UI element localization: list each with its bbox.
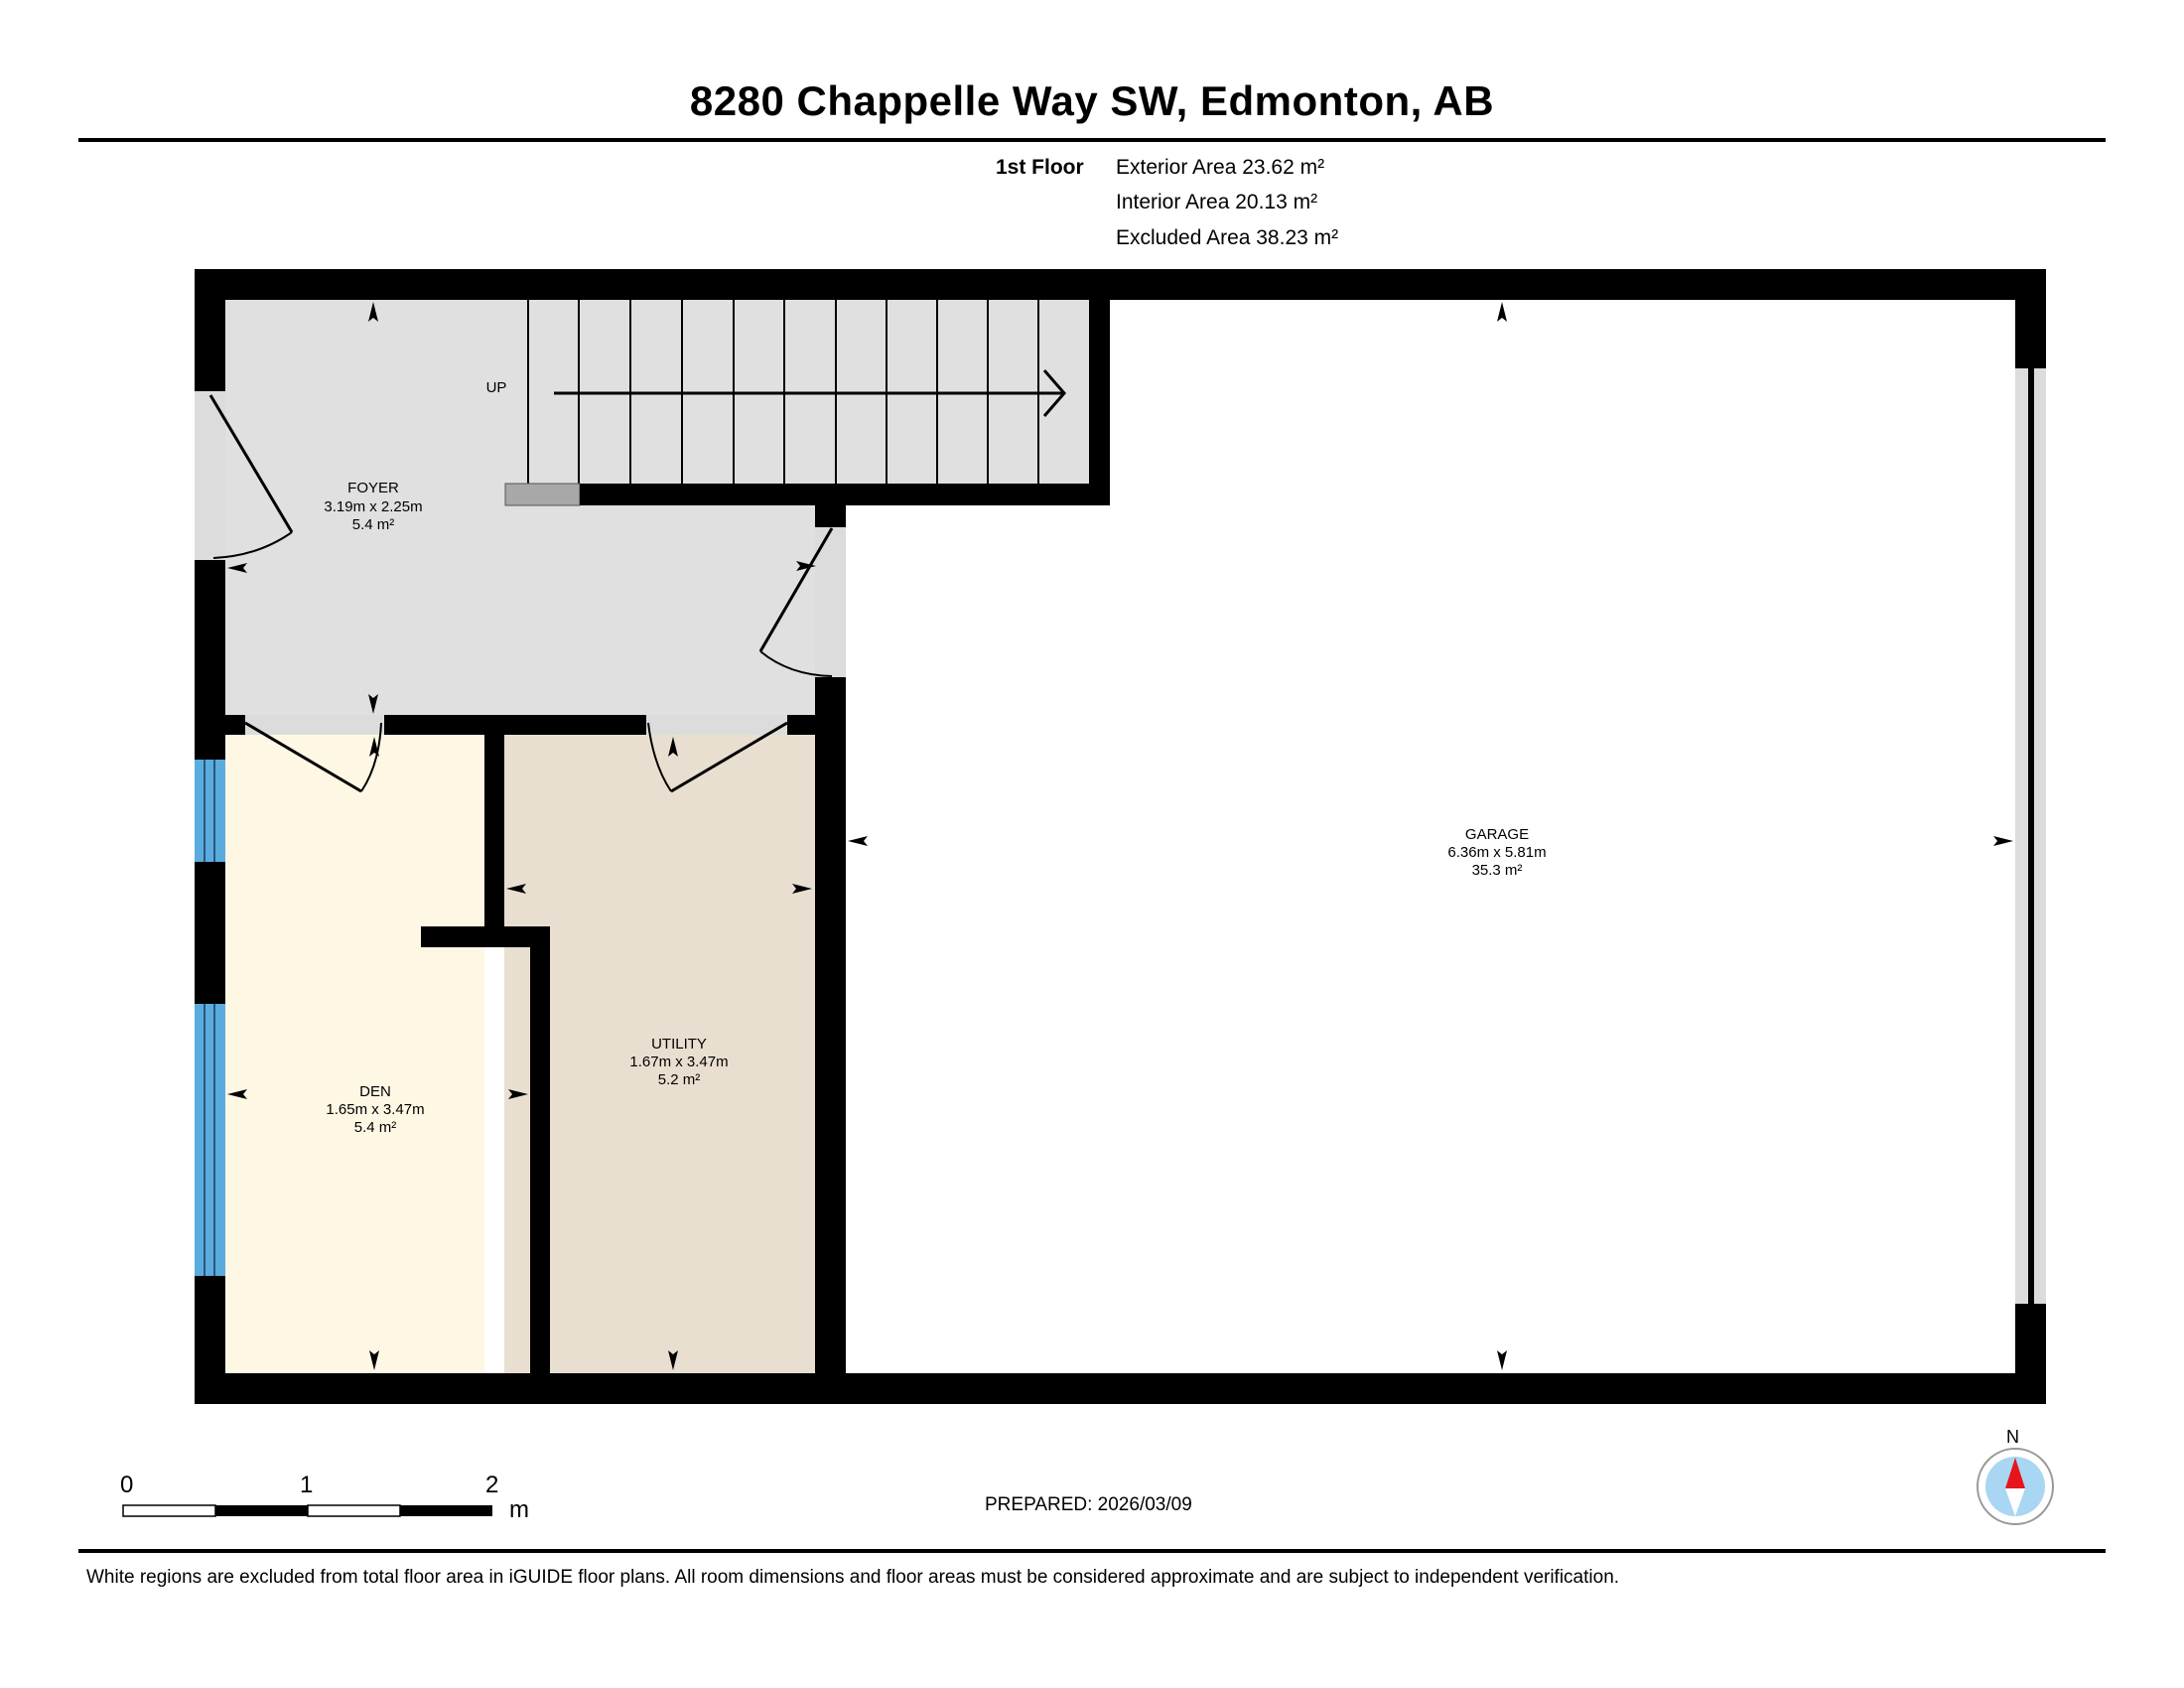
scale-unit: m [509, 1496, 529, 1523]
room-label-utility: UTILITY 1.67m x 3.47m 5.2 m² [629, 1036, 728, 1088]
floor-label: 1st Floor [996, 156, 1084, 179]
interior-area: Interior Area 20.13 m² [1116, 191, 1318, 213]
garage-overhead-door [2015, 368, 2046, 1304]
excluded-area: Excluded Area 38.23 m² [1116, 226, 1339, 249]
svg-text:5.4 m²: 5.4 m² [354, 1119, 397, 1136]
footer-disclaimer: White regions are excluded from total fl… [86, 1567, 1620, 1588]
utility-door-swing [647, 721, 788, 793]
svg-text:5.4 m²: 5.4 m² [352, 516, 395, 533]
svg-text:6.36m x 5.81m: 6.36m x 5.81m [1447, 844, 1546, 861]
garage-entry-door-opening [815, 527, 846, 677]
front-door-swing [208, 394, 294, 559]
utility-door-opening [646, 715, 787, 735]
walls [195, 269, 2046, 1404]
scale-label-1: 1 [300, 1472, 314, 1498]
den-door-swing [244, 721, 382, 793]
svg-text:3.19m x 2.25m: 3.19m x 2.25m [324, 498, 422, 515]
scale-label-2: 2 [485, 1472, 499, 1498]
stairs-up-label: UP [486, 379, 507, 396]
svg-text:DEN: DEN [359, 1083, 391, 1100]
page-title: 8280 Chappelle Way SW, Edmonton, AB [689, 77, 1495, 124]
room-label-foyer: FOYER 3.19m x 2.25m 5.4 m² [324, 480, 422, 533]
stair-landing [504, 483, 581, 506]
garage-entry-door-swing [758, 527, 834, 677]
svg-text:UTILITY: UTILITY [651, 1036, 707, 1053]
scale-bar [122, 1504, 492, 1517]
svg-text:FOYER: FOYER [347, 480, 399, 496]
scale-label-0: 0 [120, 1472, 134, 1498]
den-fill [225, 735, 484, 1373]
room-label-den: DEN 1.65m x 3.47m 5.4 m² [326, 1083, 424, 1136]
svg-text:1.67m x 3.47m: 1.67m x 3.47m [629, 1054, 728, 1070]
prepared-date: PREPARED: 2026/03/09 [985, 1494, 1192, 1515]
compass-north-label: N [2006, 1427, 2019, 1447]
staircase [504, 300, 1089, 506]
header-divider [78, 138, 2106, 142]
exterior-area: Exterior Area 23.62 m² [1116, 156, 1325, 179]
footer-divider [78, 1549, 2106, 1553]
room-label-garage: GARAGE 6.36m x 5.81m 35.3 m² [1447, 826, 1546, 879]
den-windows [195, 760, 225, 1276]
svg-text:GARAGE: GARAGE [1465, 826, 1529, 843]
front-door-opening [195, 391, 225, 560]
north-compass-icon [1977, 1448, 2054, 1525]
svg-text:35.3 m²: 35.3 m² [1472, 862, 1523, 879]
svg-text:5.2 m²: 5.2 m² [658, 1071, 701, 1088]
svg-text:1.65m x 3.47m: 1.65m x 3.47m [326, 1101, 424, 1118]
utility-fill [504, 735, 815, 1373]
den-door-opening [245, 715, 384, 735]
